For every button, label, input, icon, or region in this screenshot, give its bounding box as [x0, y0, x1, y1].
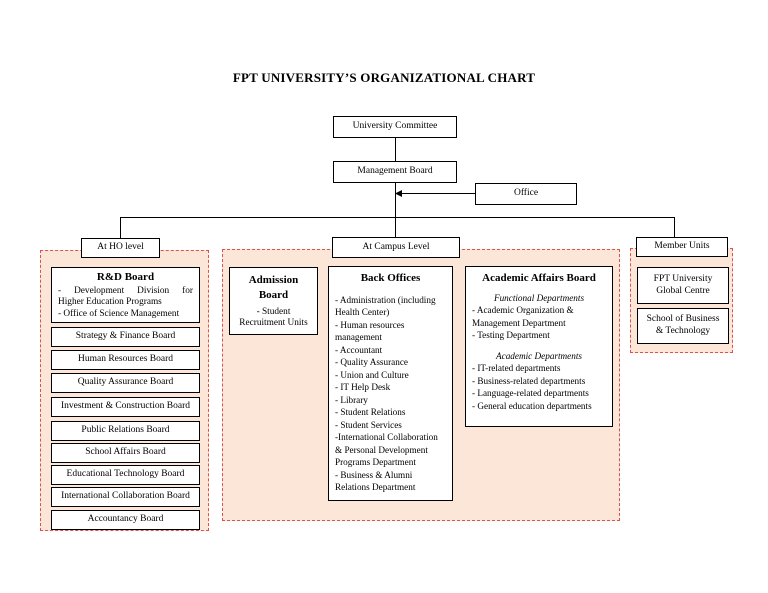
back-office-item: - Student Services	[335, 419, 402, 430]
campus-level-label-box: At Campus Level	[332, 237, 460, 258]
office-box: Office	[475, 183, 577, 205]
back-office-item: - Library	[335, 394, 368, 405]
back-offices-title: Back Offices	[360, 272, 421, 284]
rd-board-box: R&D Board - Development Division for Hig…	[51, 267, 200, 323]
admission-board-title-1: Admission	[248, 274, 299, 286]
university-committee-box: University Committee	[333, 116, 457, 138]
member-unit-line: School of Business	[646, 314, 720, 325]
ho-board-accountancy: Accountancy Board	[51, 510, 200, 530]
ho-board-educational-technology: Educational Technology Board	[51, 465, 200, 485]
ho-board-label: Investment & Construction Board	[60, 401, 191, 412]
rd-board-item-1: - Development Division for	[58, 285, 193, 296]
member-unit-line: Global Centre	[656, 285, 710, 296]
university-committee-label: University Committee	[352, 121, 438, 132]
back-office-item: Health Center)	[335, 307, 390, 318]
ho-board-label: Quality Assurance Board	[77, 377, 174, 388]
functional-department-item: Management Department	[472, 317, 566, 328]
management-board-box: Management Board	[333, 161, 457, 183]
back-office-item: - Student Relations	[335, 407, 406, 418]
back-office-item: & Personal Development	[335, 444, 428, 455]
ho-board-label: Public Relations Board	[81, 425, 170, 436]
back-offices-box: Back Offices - Administration (including…	[328, 266, 453, 501]
member-unit-global-centre: FPT University Global Centre	[637, 267, 729, 304]
office-label: Office	[513, 188, 539, 199]
academic-department-item: - Language-related departments	[472, 388, 589, 399]
member-units-label-box: Member Units	[636, 237, 728, 257]
ho-board-label: School Affairs Board	[85, 447, 166, 458]
back-office-item: - Accountant	[335, 344, 383, 355]
ho-board-investment-construction: Investment & Construction Board	[51, 397, 200, 417]
academic-affairs-title: Academic Affairs Board	[482, 272, 596, 284]
member-unit-line: FPT University	[653, 273, 713, 284]
functional-departments-list: - Academic Organization &Management Depa…	[472, 304, 606, 342]
back-office-item: management	[335, 332, 382, 343]
back-office-item: - Human resources	[335, 319, 405, 330]
back-office-item: - Union and Culture	[335, 369, 409, 380]
ho-board-label: International Collaboration Board	[61, 491, 190, 502]
academic-department-item: - General education departments	[472, 400, 592, 411]
ho-board-quality-assurance: Quality Assurance Board	[51, 373, 200, 393]
ho-board-label: Educational Technology Board	[66, 469, 185, 480]
back-office-item: Programs Department	[335, 457, 416, 468]
rd-board-item-3: - Office of Science Management	[58, 308, 180, 319]
member-unit-business-technology: School of Business & Technology	[637, 308, 729, 344]
rd-board-item-2: Higher Education Programs	[58, 297, 162, 308]
rd-board-title: R&D Board	[96, 271, 155, 283]
ho-level-label: At HO level	[97, 242, 144, 253]
back-office-item: - Quality Assurance	[335, 357, 408, 368]
admission-board-title-2: Board	[258, 288, 289, 301]
branch-ho	[120, 217, 121, 238]
functional-department-item: - Testing Department	[472, 330, 550, 341]
branch-members	[674, 217, 675, 237]
back-office-item: Relations Department	[335, 482, 416, 493]
ho-board-public-relations: Public Relations Board	[51, 421, 200, 441]
office-arrow	[395, 190, 475, 197]
back-office-item: - Business & Alumni	[335, 469, 413, 480]
ho-board-human-resources: Human Resources Board	[51, 350, 200, 370]
ho-board-strategy-finance: Strategy & Finance Board	[51, 327, 200, 347]
academic-department-item: - IT-related departments	[472, 363, 561, 374]
chart-title: FPT UNIVERSITY’S ORGANIZATIONAL CHART	[232, 70, 536, 85]
ho-board-school-affairs: School Affairs Board	[51, 443, 200, 463]
ho-board-international-collaboration: International Collaboration Board	[51, 487, 200, 507]
admission-board-box: Admission Board - Student Recruitment Un…	[229, 267, 318, 335]
academic-department-item: - Business-related departments	[472, 375, 586, 386]
academic-departments-list: - IT-related departments- Business-relat…	[472, 362, 606, 412]
branch-campus	[395, 217, 396, 238]
branch-horizontal	[120, 217, 675, 218]
back-office-item: - Administration (including	[335, 294, 436, 305]
ho-level-label-box: At HO level	[81, 238, 160, 258]
ho-board-label: Human Resources Board	[78, 354, 173, 365]
member-units-label: Member Units	[654, 241, 710, 252]
member-unit-line: & Technology	[655, 326, 711, 336]
academic-affairs-box: Academic Affairs Board Functional Depart…	[465, 266, 613, 427]
connector-committee-management	[395, 138, 396, 161]
admission-board-item-1: - Student	[256, 306, 291, 317]
back-office-item: -International Collaboration	[335, 432, 438, 443]
functional-department-item: - Academic Organization &	[472, 305, 574, 316]
back-office-item: - IT Help Desk	[335, 382, 391, 393]
ho-board-label: Strategy & Finance Board	[75, 331, 176, 342]
management-board-label: Management Board	[357, 166, 433, 177]
functional-departments-heading: Functional Departments	[493, 292, 585, 303]
ho-board-label: Accountancy Board	[87, 514, 164, 525]
admission-board-item-2: Recruitment Units	[239, 318, 308, 329]
campus-level-label: At Campus Level	[362, 241, 430, 252]
academic-departments-heading: Academic Departments	[496, 350, 582, 361]
connector-management-trunk	[395, 183, 396, 218]
